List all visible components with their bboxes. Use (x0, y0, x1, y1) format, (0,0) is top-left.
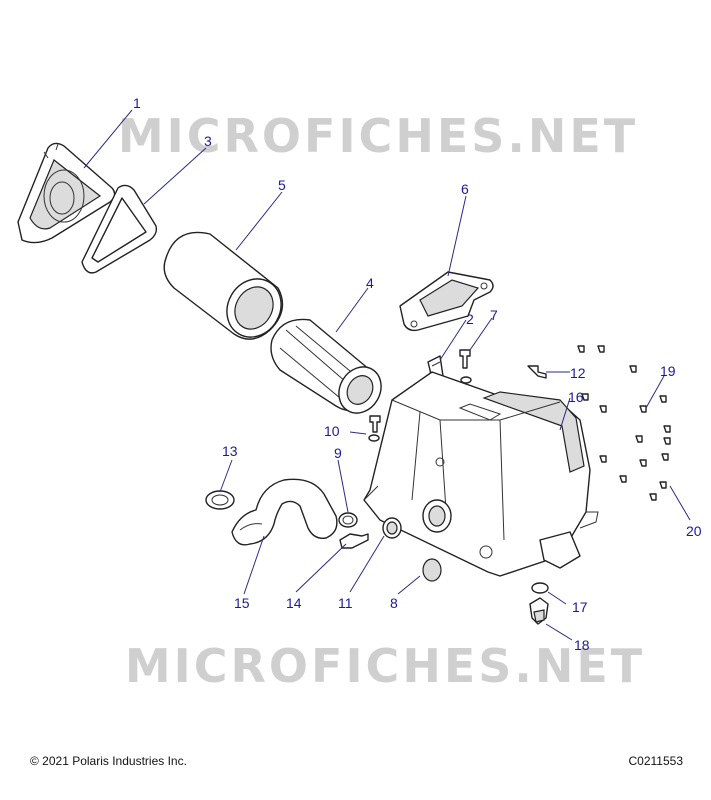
callout-9: 9 (334, 445, 342, 461)
part-16-airbox-housing (363, 371, 599, 577)
part-6-cover-plate (399, 271, 494, 332)
part-4-air-filter (270, 318, 382, 414)
callout-6: 6 (461, 181, 469, 197)
part-11-grommet (382, 517, 402, 539)
part-7-screw (459, 349, 472, 384)
watermark-top: MICROFICHES.NET (118, 109, 638, 163)
part-17-oring (531, 582, 549, 594)
callout-labels: 1 2 3 4 5 6 7 8 9 10 11 12 13 14 15 16 1… (133, 95, 702, 653)
part-1-intake-cover (17, 142, 116, 244)
callout-5: 5 (278, 177, 286, 193)
part-14-valve (339, 533, 369, 549)
callout-12: 12 (570, 365, 586, 381)
part-15-hose (231, 478, 338, 546)
part-13-clamp (205, 490, 235, 510)
callout-19: 19 (660, 363, 676, 379)
callout-20: 20 (686, 523, 702, 539)
callout-15: 15 (234, 595, 250, 611)
callout-14: 14 (286, 595, 302, 611)
callout-16: 16 (568, 389, 584, 405)
callout-3: 3 (204, 133, 212, 149)
callout-13: 13 (222, 443, 238, 459)
callout-1: 1 (133, 95, 141, 111)
callout-18: 18 (574, 637, 590, 653)
part-18-drain-valve (529, 597, 549, 625)
part-8-plug (422, 558, 442, 582)
callout-11: 11 (338, 595, 353, 611)
callout-17: 17 (572, 599, 588, 615)
callout-2: 2 (466, 311, 474, 327)
figure-code: C0211553 (628, 754, 684, 768)
part-9-clamp (338, 512, 358, 528)
copyright-notice: © 2021 Polaris Industries Inc. (30, 754, 187, 768)
watermark-bottom: MICROFICHES.NET (125, 639, 645, 693)
screws-12-19-20 (527, 345, 671, 501)
leader-lines (83, 109, 691, 641)
callout-10: 10 (324, 423, 340, 439)
part-5-prefilter (163, 231, 284, 340)
part-10-screw (368, 415, 381, 442)
callout-4: 4 (366, 275, 374, 291)
part-3-seal (81, 184, 158, 274)
callout-8: 8 (390, 595, 398, 611)
callout-7: 7 (490, 307, 498, 323)
